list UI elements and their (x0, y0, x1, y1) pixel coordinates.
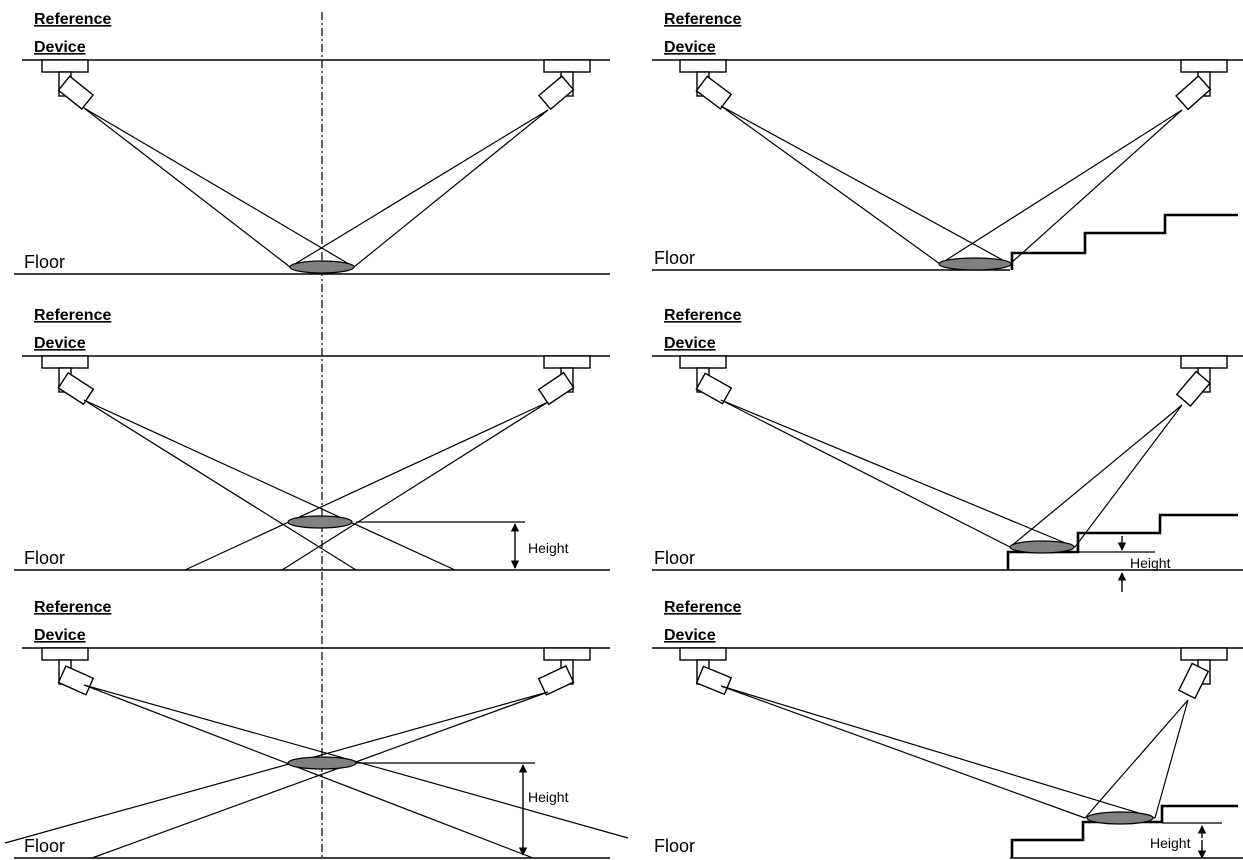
device-head (57, 665, 95, 696)
mount-bracket (41, 59, 89, 73)
device-head-body (537, 75, 575, 111)
staircase (1006, 513, 1238, 570)
light-beam (184, 401, 549, 571)
device-head-body (537, 371, 575, 406)
staircase (1010, 804, 1238, 858)
mount-bracket (679, 355, 727, 369)
height-label: Height (1130, 555, 1171, 571)
mount-bracket (679, 59, 727, 73)
mount-bracket (41, 647, 89, 661)
reference-label: Reference (664, 599, 741, 616)
device-head (695, 665, 733, 696)
staircase (1010, 213, 1238, 270)
reference-label: Reference (664, 307, 741, 324)
floor-label: Floor (654, 248, 695, 268)
device-head (1175, 370, 1211, 408)
light-beam (83, 684, 534, 859)
device-head (695, 372, 733, 405)
light-beam (1009, 109, 1183, 265)
light-beam (83, 107, 355, 268)
mount-bracket (543, 355, 591, 369)
device-head-body (57, 371, 95, 406)
device-label: Device (34, 627, 86, 644)
device-head (695, 75, 733, 110)
light-beam (1009, 404, 1183, 548)
light-spot (1086, 811, 1154, 825)
device-head-body (695, 665, 733, 696)
light-beam (720, 105, 941, 265)
reference-label: Reference (34, 307, 111, 324)
device-head (1175, 74, 1212, 111)
light-beam (1084, 699, 1189, 819)
device-label: Device (664, 39, 716, 56)
light-beam (83, 107, 291, 268)
light-beam (1074, 404, 1183, 548)
device-head (537, 75, 575, 111)
light-spot (938, 257, 1012, 271)
device-label: Device (34, 335, 86, 352)
mount-bracket (543, 647, 591, 661)
light-beam (1154, 699, 1189, 819)
device-head (57, 75, 95, 111)
light-beam (83, 399, 456, 571)
light-spot (287, 756, 357, 770)
floor-label: Floor (24, 836, 65, 856)
device-head-body (57, 75, 95, 111)
light-beam (83, 399, 357, 571)
floor-label: Floor (654, 548, 695, 568)
device-label: Device (664, 335, 716, 352)
light-spot (289, 260, 355, 274)
device-label: Device (34, 39, 86, 56)
height-label: Height (528, 789, 569, 805)
device-head (537, 664, 575, 696)
device-head (537, 371, 575, 406)
device-label: Device (664, 627, 716, 644)
height-label: Height (528, 540, 569, 556)
light-beam (91, 691, 549, 859)
floor-label: Floor (24, 252, 65, 272)
mount-bracket (1180, 355, 1228, 369)
floor-label: Floor (24, 548, 65, 568)
light-beam (281, 401, 549, 571)
light-beam (720, 399, 1011, 548)
light-beam (720, 399, 1076, 548)
height-label: Height (1150, 835, 1191, 851)
mount-bracket (543, 59, 591, 73)
light-beam (720, 105, 1011, 265)
floor-label: Floor (654, 836, 695, 856)
reference-label: Reference (34, 11, 111, 28)
device-head-body (1175, 370, 1211, 408)
device-head-body (695, 372, 733, 405)
mount-bracket (679, 647, 727, 661)
light-beam (939, 109, 1183, 265)
light-spot (1009, 540, 1075, 554)
device-head-body (537, 664, 575, 696)
device-head-body (57, 665, 95, 696)
light-beam (353, 109, 549, 268)
light-beam (720, 685, 1156, 819)
device-head-body (695, 75, 733, 110)
device-head-body (1175, 74, 1212, 111)
mount-bracket (1180, 647, 1228, 661)
reference-label: Reference (664, 11, 741, 28)
mount-bracket (1180, 59, 1228, 73)
reference-label: Reference (34, 599, 111, 616)
device-head (57, 371, 95, 406)
device-head-body (1177, 662, 1210, 700)
mount-bracket (41, 355, 89, 369)
light-spot (287, 515, 353, 529)
light-beam (289, 109, 549, 268)
light-beam (4, 691, 549, 844)
device-head (1177, 662, 1210, 700)
light-beam (720, 685, 1086, 819)
